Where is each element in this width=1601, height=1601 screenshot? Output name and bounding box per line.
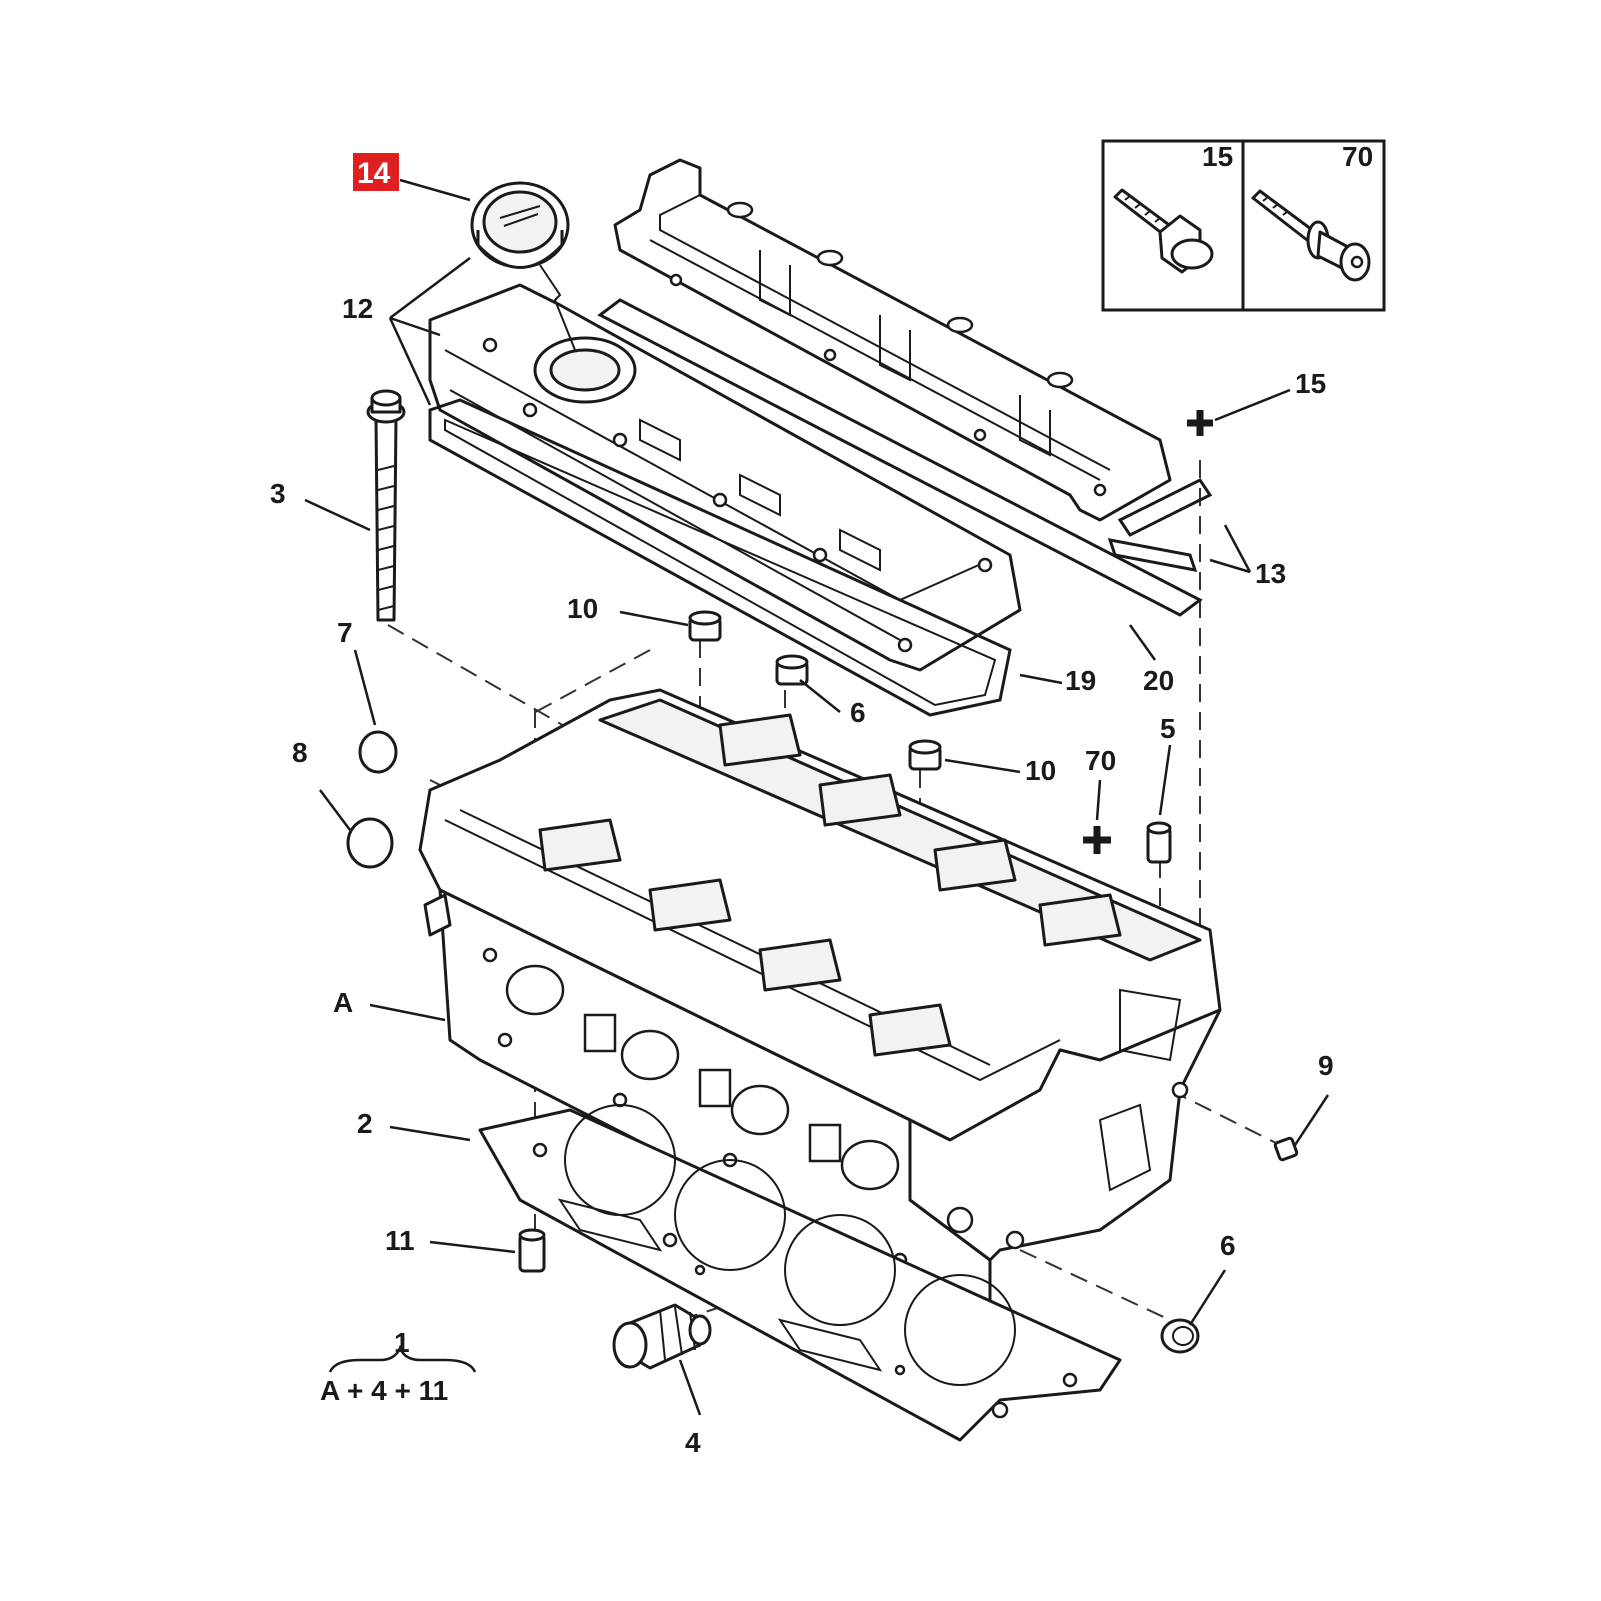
camshaft-cover [613,158,1172,522]
callout-20: 20 [1143,665,1174,696]
callout-8: 8 [292,737,308,768]
callout-5: 5 [1160,713,1176,744]
fastener-inset: 15 70 [1101,139,1386,312]
dowel-5 [1146,821,1172,864]
coolant-fitting [612,1303,712,1370]
bolt-icon [1113,188,1214,274]
callout-4: 4 [685,1427,701,1458]
plug-7 [358,730,398,774]
head-gasket [478,1104,1122,1442]
callout-19: 19 [1065,665,1096,696]
callout-15: 15 [1295,368,1326,399]
cam-journals-rear [718,713,1122,947]
callout-6-top: 6 [850,697,866,728]
dowel-11 [518,1228,546,1273]
leader-lines [304,178,1330,1416]
callout-A: A [333,987,353,1018]
seal-10-mid [908,739,942,771]
cover-gasket [597,298,1213,617]
highlight-box-14 [353,153,399,191]
plug-8 [346,817,394,869]
seal-10-top [688,610,722,642]
plug-9 [1273,1136,1299,1162]
cylinder-head-cover [428,283,1022,672]
seal-6-top [775,654,809,686]
callout-9: 9 [1318,1050,1334,1081]
callout-1-formula: A + 4 + 11 [320,1375,448,1406]
cylinder-head [418,688,1222,1302]
seal-6-bottom [1160,1318,1200,1354]
head-bolt [366,389,406,622]
cam-journals-front [538,818,952,1057]
plus-marker-icon [1083,410,1213,854]
inset-label-70: 70 [1342,141,1373,172]
callout-6-bottom: 6 [1220,1230,1236,1261]
head-cover-gasket [428,398,1012,717]
callout-10-mid: 10 [1025,755,1056,786]
inset-label-15: 15 [1202,141,1233,172]
callout-11: 11 [385,1225,415,1256]
callout-10-top: 10 [567,593,598,624]
oil-filler-cap-icon [470,181,576,351]
callout-7: 7 [337,617,353,648]
callout-1: 1 [394,1327,410,1358]
callout-labels: 14 12 3 7 8 10 6 10 70 5 19 20 13 15 A 2… [270,153,1334,1458]
callout-70: 70 [1085,745,1116,776]
callout-12: 12 [342,293,373,324]
callout-3: 3 [270,478,286,509]
callout-14: 14 [357,157,391,190]
camshaft-seal-plugs [346,610,1299,1354]
stud-icon [1251,189,1371,282]
callout-13: 13 [1255,558,1286,589]
callout-2: 2 [357,1108,373,1139]
